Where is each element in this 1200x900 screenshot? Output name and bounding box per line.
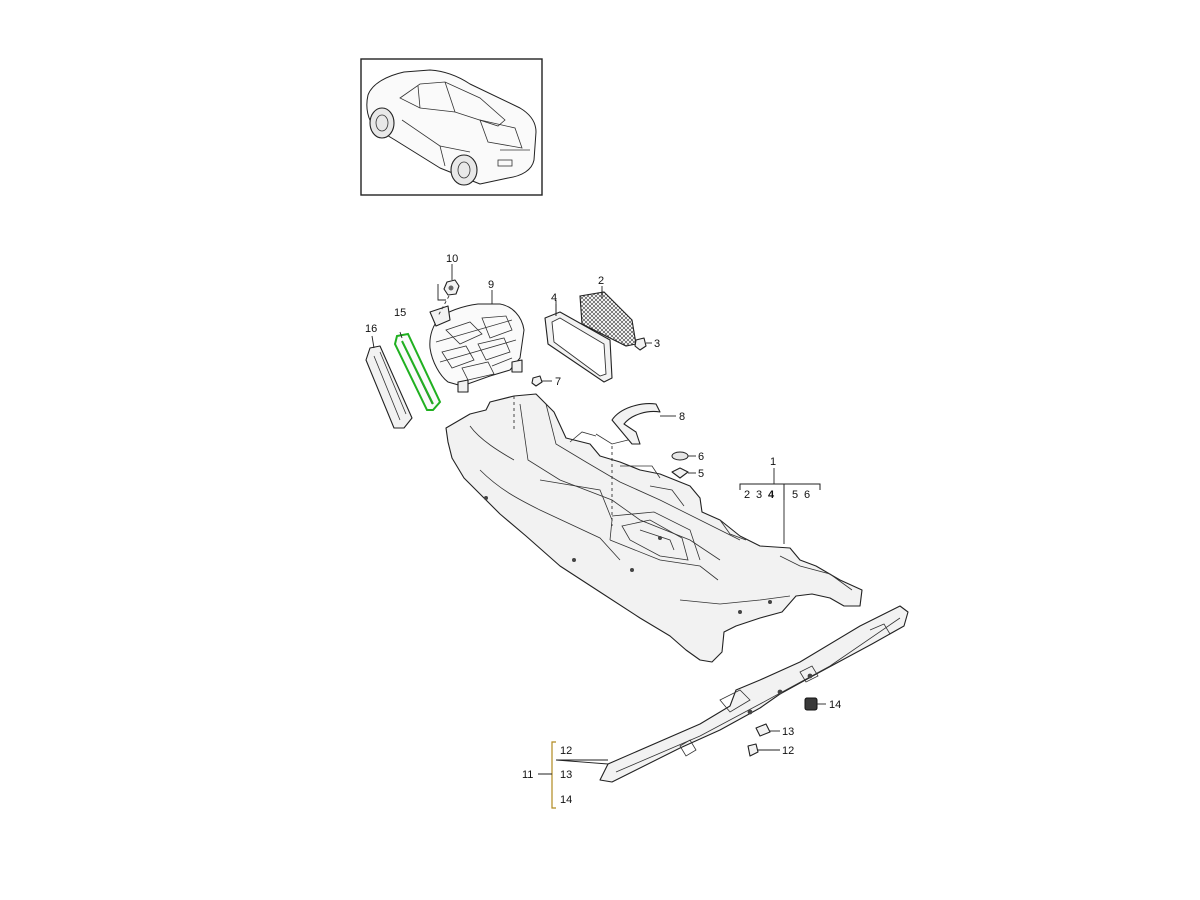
callout-9[interactable]: 9 — [488, 279, 494, 291]
part-1-floor-carpet[interactable] — [445, 393, 863, 663]
highlight-outline — [393, 332, 442, 411]
part-9-insulation-panel[interactable] — [429, 303, 525, 393]
part-7-screw[interactable] — [531, 375, 552, 387]
callout-6[interactable]: 6 — [698, 451, 704, 463]
subpart-1-item-5: 5 — [792, 489, 798, 501]
part-16-trim-strip[interactable] — [365, 345, 413, 429]
vehicle-overview-thumbnail — [360, 58, 543, 196]
callout-labels: 10 9 2 4 3 15 16 7 8 6 5 1 2 3 4 5 6 14 … — [365, 253, 841, 806]
part-11-sill-cover[interactable] — [599, 605, 909, 783]
highlight-inner — [401, 340, 434, 405]
callout-5[interactable]: 5 — [698, 468, 704, 480]
subpart-1-item-2: 2 — [744, 489, 750, 501]
callout-2[interactable]: 2 — [598, 275, 604, 287]
part-5-clip[interactable] — [671, 467, 696, 479]
subpart-11-item-14: 14 — [560, 794, 572, 806]
callout-4[interactable]: 4 — [551, 292, 557, 304]
callout-14-hardware[interactable]: 14 — [829, 699, 841, 711]
part-14-grommet[interactable] — [804, 697, 826, 711]
callout-12-hardware[interactable]: 12 — [782, 745, 794, 757]
subpart-bracket-11 — [538, 741, 608, 809]
callout-7[interactable]: 7 — [555, 376, 561, 388]
part-8-bracket[interactable] — [611, 403, 676, 445]
callout-1[interactable]: 1 — [770, 456, 776, 468]
callout-15[interactable]: 15 — [394, 307, 406, 319]
part-3-clip[interactable] — [634, 337, 652, 351]
subpart-1-item-4: 4 — [768, 489, 775, 501]
subpart-bracket-1 — [739, 483, 821, 500]
callout-11[interactable]: 11 — [522, 769, 533, 781]
part-13-clip[interactable] — [755, 723, 780, 737]
subpart-11-item-13: 13 — [560, 769, 572, 781]
callout-3[interactable]: 3 — [654, 338, 660, 350]
part-4-seal-frame[interactable] — [544, 300, 613, 383]
part-15-sill-strip[interactable] — [393, 332, 442, 411]
subpart-1-item-3: 3 — [756, 489, 762, 501]
part-6-clip[interactable] — [671, 451, 696, 461]
subpart-1-item-6: 6 — [804, 489, 810, 501]
callout-16[interactable]: 16 — [365, 323, 377, 335]
part-12-screw[interactable] — [747, 743, 780, 757]
callout-13-hardware[interactable]: 13 — [782, 726, 794, 738]
subpart-11-item-12: 12 — [560, 745, 572, 757]
callout-10[interactable]: 10 — [446, 253, 458, 265]
car-outline-icon — [366, 69, 537, 186]
part-10-nut[interactable] — [437, 264, 460, 317]
callout-8[interactable]: 8 — [679, 411, 685, 423]
